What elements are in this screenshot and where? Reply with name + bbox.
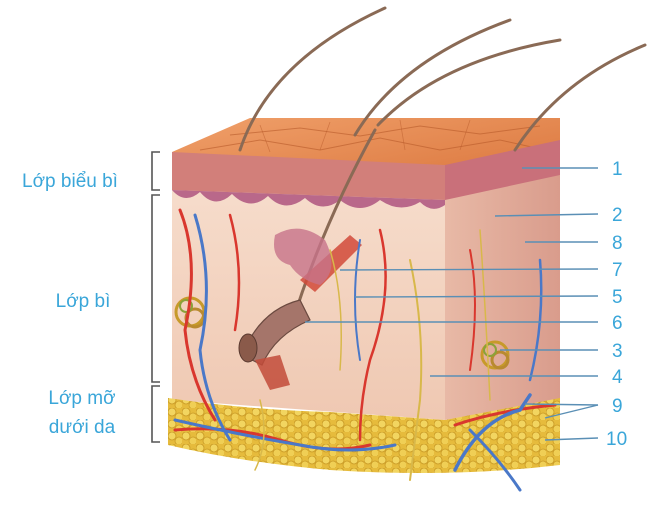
- callout-4: 4: [612, 367, 623, 388]
- bracket-subcutaneous: [152, 386, 160, 442]
- label-epidermis: Lớp biểu bì: [22, 171, 118, 192]
- callout-6: 6: [612, 313, 623, 334]
- callout-1: 1: [612, 159, 623, 180]
- callout-5: 5: [612, 287, 623, 308]
- bracket-epidermis: [152, 152, 160, 190]
- callout-9: 9: [612, 396, 623, 417]
- callout-2: 2: [612, 205, 623, 226]
- dermis-side-face: [445, 165, 560, 420]
- callout-3: 3: [612, 341, 623, 362]
- callout-7: 7: [612, 260, 623, 281]
- callout-10: 10: [606, 429, 627, 450]
- bracket-dermis: [152, 195, 160, 382]
- label-subcutaneous-line2: dưới da: [49, 417, 116, 438]
- label-subcutaneous-line1: Lớp mỡ: [48, 388, 115, 409]
- dermis-front-face: [172, 190, 445, 420]
- label-dermis: Lớp bì: [56, 291, 111, 312]
- callout-8: 8: [612, 233, 623, 254]
